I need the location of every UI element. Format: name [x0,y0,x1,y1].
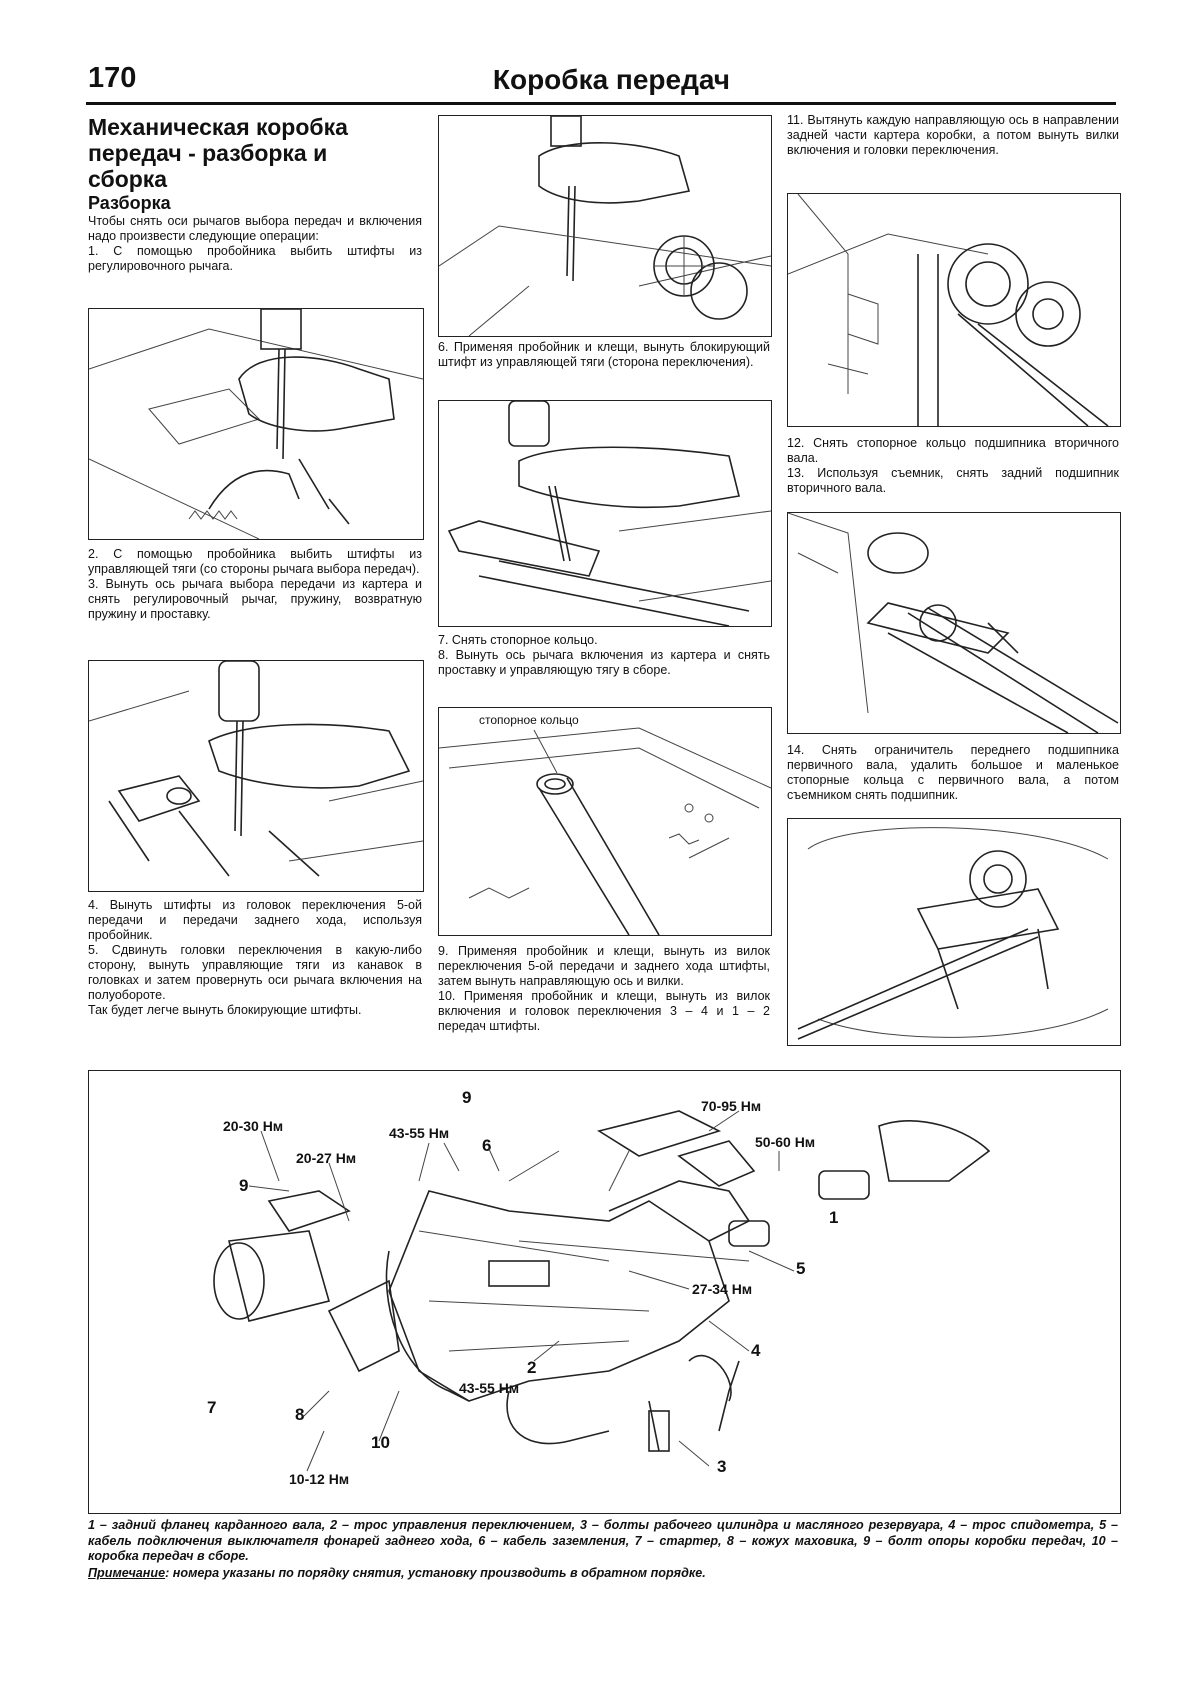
torque-label: 43-55 Нм [389,1125,449,1141]
step-11: 11. Вытянуть каждую направляющую ось в н… [787,113,1119,157]
torque-label: 70-95 Нм [701,1098,761,1114]
section-title: Коробка передач [492,64,730,95]
note-text: : номера указаны по порядку снятия, уста… [165,1566,706,1580]
callout-4: 4 [751,1341,761,1360]
exploded-transmission-diagram: 20-30 Нм 20-27 Нм 43-55 Нм 70-95 Нм 50-6… [88,1070,1121,1514]
step-7: 7. Снять стопорное кольцо. [438,633,598,647]
figure-guide-shafts [787,193,1121,427]
step-5: 5. Сдвинуть головки переключения в какую… [88,943,422,1002]
callout-3: 3 [717,1457,726,1476]
callout-6: 6 [482,1136,491,1155]
step-12: 12. Снять стопорное кольцо подшипника вт… [787,436,1119,465]
callout-1: 1 [829,1208,838,1227]
callout-7: 7 [207,1398,216,1417]
steps-9-10: 9. Применяя пробойник и клещи, вынуть из… [438,944,770,1034]
figure-retaining-ring: стопорное кольцо [438,707,772,936]
step-8: 8. Вынуть ось рычага включения из картер… [438,648,770,677]
torque-label: 50-60 Нм [755,1134,815,1150]
figure-puller-output-bearing [787,512,1121,734]
steps-7-8: 7. Снять стопорное кольцо. 8. Вынуть ось… [438,633,770,678]
step-10: 10. Применяя пробойник и клещи, вынуть и… [438,989,770,1033]
torque-label: 43-55 Нм [459,1380,519,1396]
steps-4-5: 4. Вынуть штифты из головок переключения… [88,898,422,1018]
article-subtitle: Разборка [88,193,171,213]
page-number: 170 [88,62,137,94]
figure-punch-adjusting-lever [88,308,424,540]
step-13: 13. Используя съемник, снять задний подш… [787,466,1119,495]
step-3: 3. Вынуть ось рычага выбора передачи из … [88,577,422,621]
steps-12-13: 12. Снять стопорное кольцо подшипника вт… [787,436,1119,496]
figure-punch-shift-side [438,400,772,627]
figure-puller-input-bearing [787,818,1121,1046]
step-6: 6. Применяя пробойник и клещи, вынуть бл… [438,340,770,369]
step-intro: Чтобы снять оси рычагов выбора передач и… [88,214,422,243]
header-rule [86,102,1116,105]
torque-label: 20-30 Нм [223,1118,283,1134]
steps-2-3: 2. С помощью пробойника выбить штифты из… [88,547,422,622]
torque-label: 10-12 Нм [289,1471,349,1487]
torque-label: 27-34 Нм [692,1281,752,1297]
step-2: 2. С помощью пробойника выбить штифты из… [88,547,422,576]
note: Примечание: номера указаны по порядку сн… [88,1566,1118,1580]
figure-caption: 1 – задний фланец карданного вала, 2 – т… [88,1518,1118,1563]
callout-9: 9 [462,1088,471,1107]
callout-2: 2 [527,1358,536,1377]
figure-punch-control-rod [438,115,772,337]
callout-5: 5 [796,1259,805,1278]
figure-punch-shift-heads [88,660,424,892]
callout-9: 9 [239,1176,248,1195]
step-4: 4. Вынуть штифты из головок переключения… [88,898,422,942]
torque-label: 20-27 Нм [296,1150,356,1166]
step-9: 9. Применяя пробойник и клещи, вынуть из… [438,944,770,988]
step-14: 14. Снять ограничитель переднего подшипн… [787,743,1119,802]
step-5b: Так будет легче вынуть блокирующие штифт… [88,1003,362,1017]
callout-10: 10 [371,1433,390,1452]
label-retaining-ring: стопорное кольцо [479,713,579,727]
article-title: Механическая коробка передач - разборка … [88,114,348,192]
callout-8: 8 [295,1405,304,1424]
step-1: 1. С помощью пробойника выбить штифты из… [88,244,422,273]
step-text-group: Чтобы снять оси рычагов выбора передач и… [88,214,422,274]
note-label: Примечание [88,1566,166,1580]
